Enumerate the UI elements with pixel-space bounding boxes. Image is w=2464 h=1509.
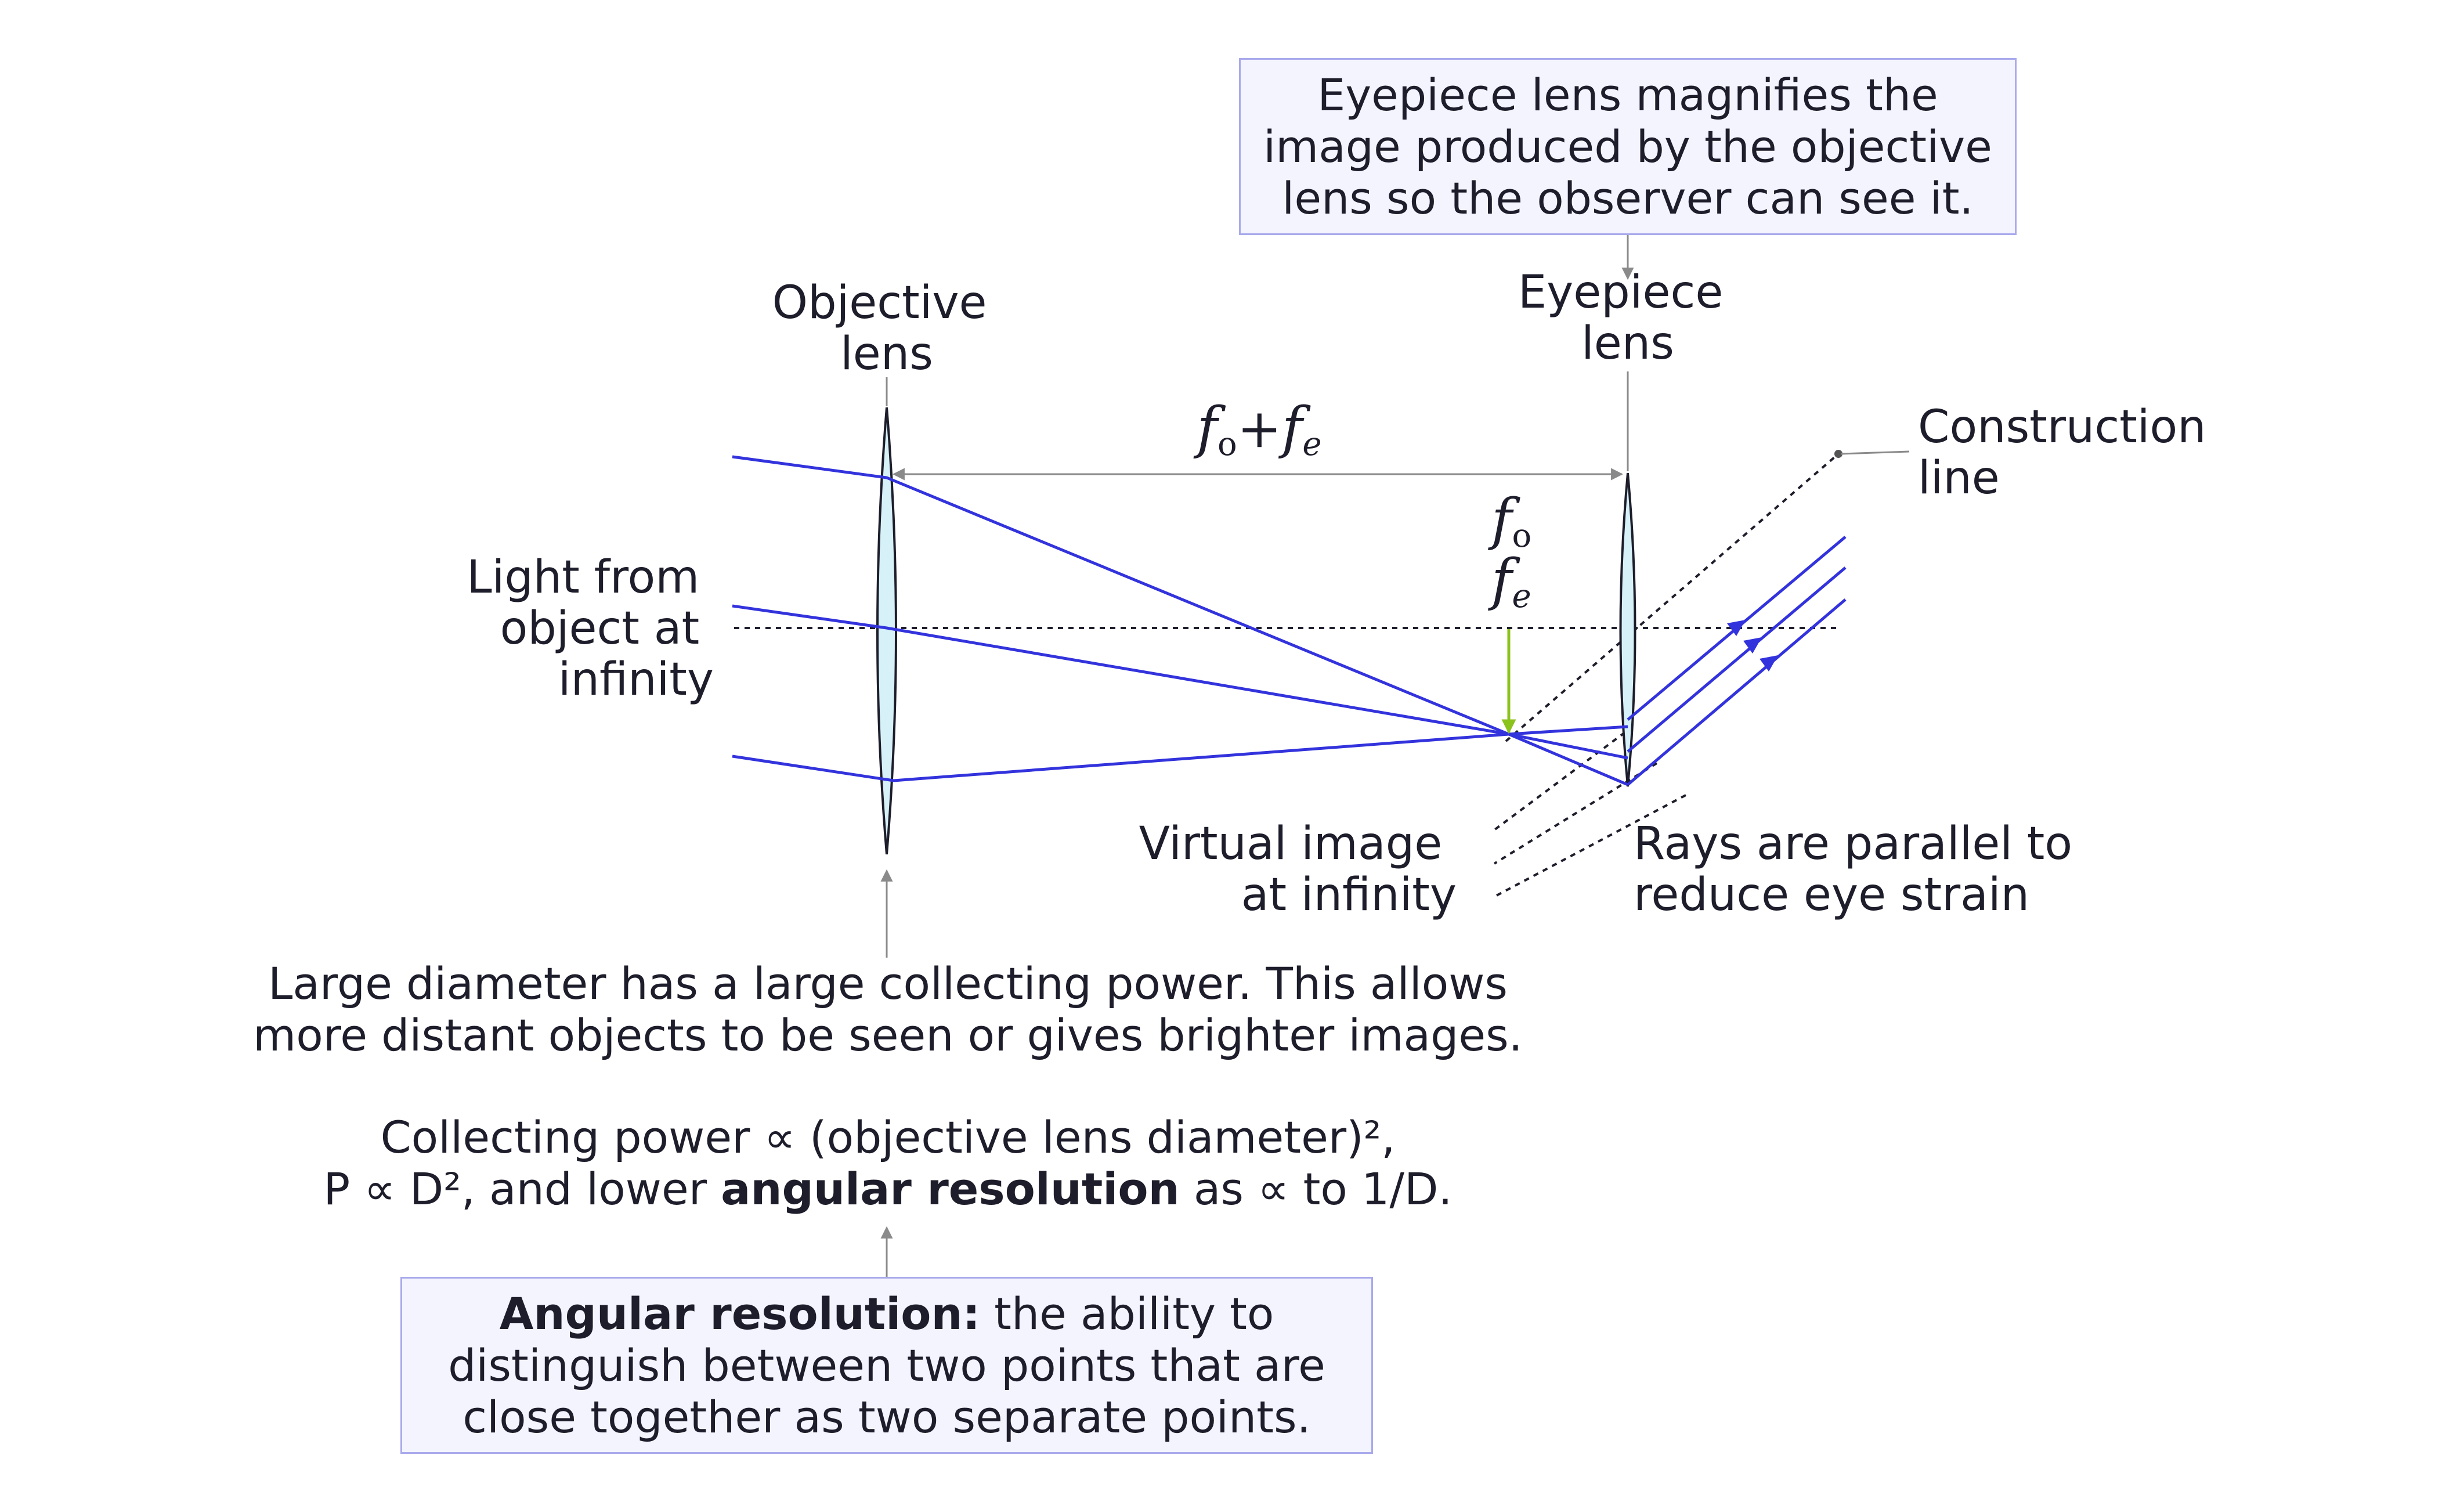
virtual-image-line-1	[1493, 731, 1626, 831]
collecting-power-note: Large diameter has a large collecting po…	[221, 958, 1555, 1061]
virtual-image-line-3	[1494, 794, 1686, 898]
construction-label-leader	[1840, 450, 1910, 455]
rays-parallel-label-line2: reduce eye strain	[1634, 869, 2029, 921]
objective-lens-label: Objective lens	[772, 277, 1002, 380]
virtual-image-label-line1: Virtual image	[1139, 818, 1443, 870]
construction-label-line1: Construction	[1918, 401, 2206, 453]
eyepiece-box-line1: Eyepiece lens magnifies the	[1317, 69, 1938, 121]
eyepiece-lens-label-line1: Eyepiece	[1518, 266, 1723, 319]
construction-line-endpoint	[1834, 450, 1842, 458]
formula-line1: Collecting power ∝ (objective lens diame…	[380, 1111, 1396, 1163]
formula-line2: P ∝ D², and lower angular resolution as …	[323, 1163, 1453, 1215]
light-label-line3: infinity	[558, 654, 714, 706]
ray-middle	[732, 604, 1628, 760]
ray-arrowhead-3	[1760, 655, 1778, 672]
virtual-image-label-line2: at infinity	[1241, 869, 1457, 921]
light-label-line1: Light from	[467, 551, 699, 604]
collecting-note-line2: more distant objects to be seen or gives…	[253, 1009, 1523, 1061]
construction-line-label: Construction line	[1918, 401, 2220, 504]
objective-lens-label-line1: Objective	[772, 277, 987, 329]
eyepiece-lens-label-line2: lens	[1581, 317, 1674, 370]
rays-parallel-label-line1: Rays are parallel to	[1634, 818, 2072, 870]
angular-box-line2: distinguish between two points that are	[448, 1340, 1325, 1391]
virtual-image-line-2	[1493, 762, 1658, 865]
virtual-image-label: Virtual image at infinity	[1139, 818, 1457, 921]
angular-resolution-box: Angular resolution: the ability to disti…	[400, 1277, 1373, 1454]
angular-box-line3: close together as two separate points.	[463, 1391, 1311, 1443]
emerging-ray-3	[1627, 598, 1847, 786]
angular-box-line1: Angular resolution: the ability to	[499, 1288, 1274, 1340]
objective-lens	[876, 407, 897, 855]
fo-label: fo	[1488, 487, 1531, 555]
objective-lens-label-line2: lens	[840, 328, 933, 380]
eyepiece-box-line3: lens so the observer can see it.	[1282, 172, 1974, 224]
fo-plus-fe-label: fo+fe	[1193, 395, 1321, 463]
eyepiece-lens-label: Eyepiece lens	[1518, 266, 1737, 370]
eyepiece-lens	[1619, 472, 1636, 787]
fe-label: fe	[1488, 547, 1531, 615]
formula-bold-term: angular resolution	[721, 1163, 1180, 1215]
ray-bottom	[732, 725, 1628, 782]
rays-parallel-label: Rays are parallel to reduce eye strain	[1634, 818, 2087, 921]
eyepiece-explanation-text: Eyepiece lens magnifies the image produc…	[1263, 69, 1992, 224]
collecting-power-formula: Collecting power ∝ (objective lens diame…	[221, 1111, 1555, 1215]
construction-line	[1505, 453, 1840, 742]
ray-top	[732, 455, 1628, 786]
ray-arrowhead-2	[1743, 637, 1762, 654]
angular-box-bold-term: Angular resolution:	[499, 1288, 980, 1340]
angular-resolution-text: Angular resolution: the ability to disti…	[448, 1288, 1325, 1443]
construction-label-line2: line	[1918, 452, 2000, 504]
emerging-ray-2	[1627, 566, 1847, 753]
ray-arrowhead-1	[1727, 620, 1746, 636]
eyepiece-explanation-box: Eyepiece lens magnifies the image produc…	[1239, 58, 2017, 235]
eyepiece-box-line2: image produced by the objective	[1263, 121, 1992, 172]
light-from-object-label: Light from object at infinity	[467, 551, 714, 706]
collecting-note-line1: Large diameter has a large collecting po…	[268, 958, 1508, 1009]
light-label-line2: object at	[500, 602, 700, 655]
